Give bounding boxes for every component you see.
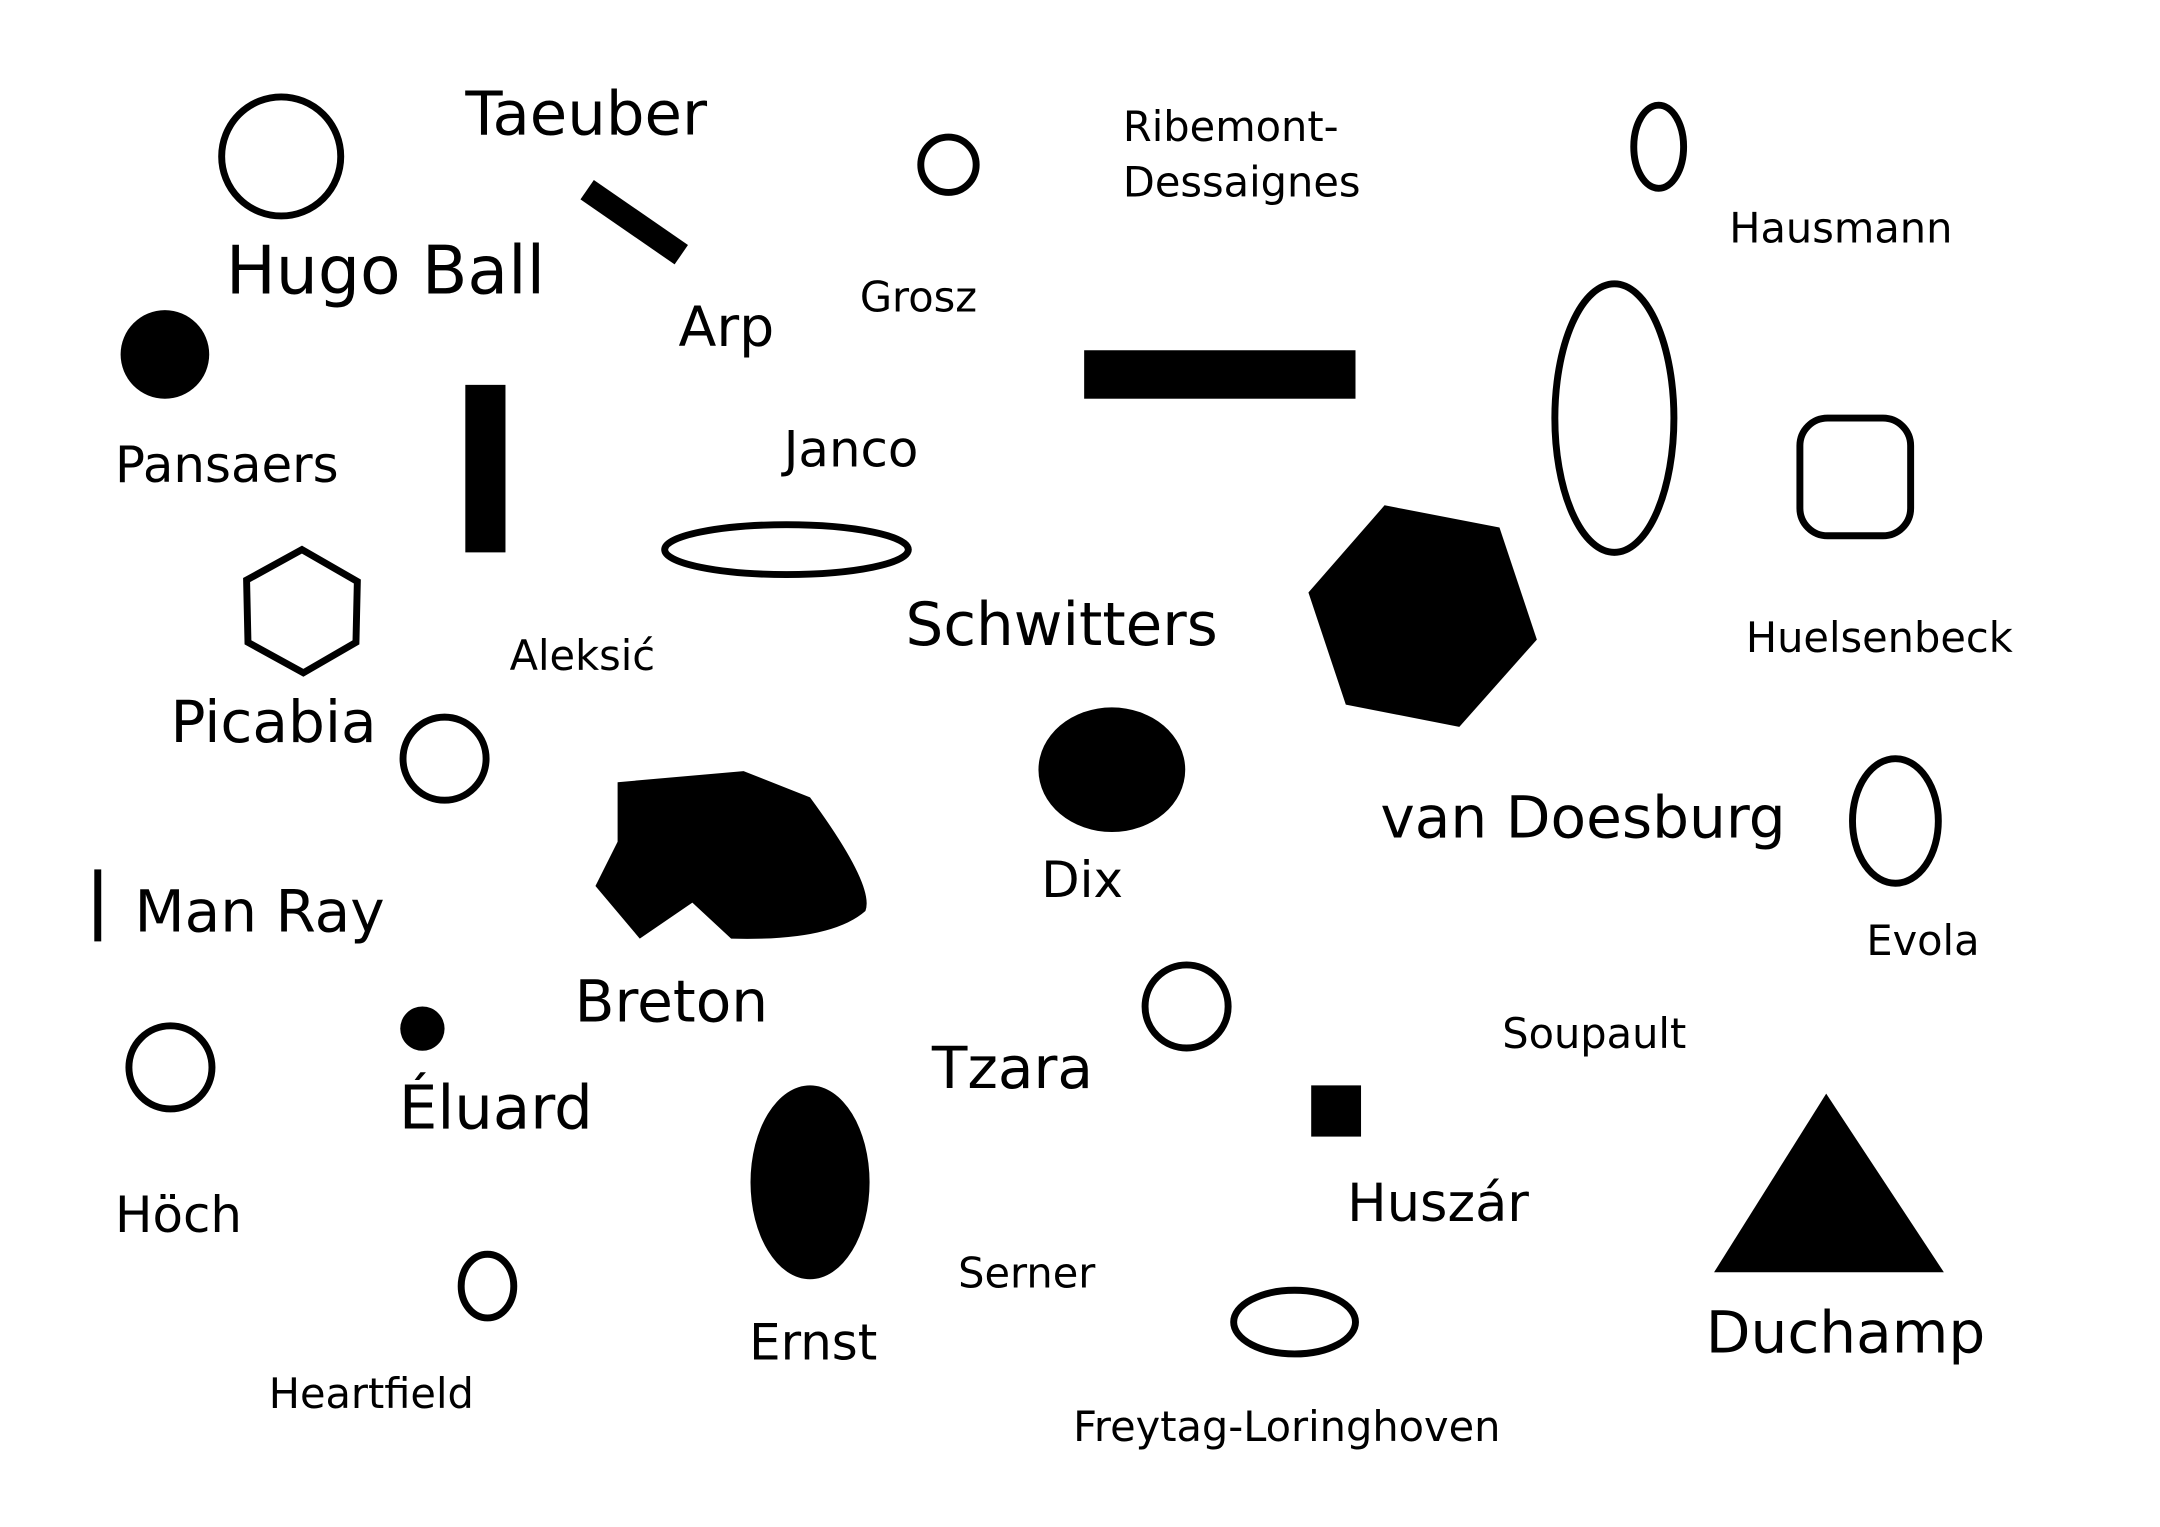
label-hausmann: Hausmann bbox=[1729, 203, 1952, 252]
small-circle-outline-shape bbox=[917, 133, 980, 196]
circle-outline-shape bbox=[1141, 961, 1232, 1052]
label-arp: Arp bbox=[679, 296, 775, 360]
filled-triangle-shape bbox=[1714, 1093, 1944, 1273]
small-ellipse-outline-shape bbox=[457, 1250, 518, 1322]
label-eluard: Éluard bbox=[399, 1071, 593, 1143]
label-soupault: Soupault bbox=[1502, 1009, 1686, 1058]
filled-hexagon-shape bbox=[1308, 505, 1537, 727]
label-freytag-loringhoven: Freytag-Loringhoven bbox=[1073, 1402, 1500, 1451]
diagonal-bar-shape bbox=[580, 179, 688, 265]
horizontal-bar-shape bbox=[1084, 350, 1356, 399]
label-hugo-ball: Hugo Ball bbox=[226, 231, 545, 309]
label-huelsenbeck: Huelsenbeck bbox=[1746, 613, 2013, 662]
label-ribemont-line1: Ribemont- bbox=[1123, 102, 1339, 151]
circle-outline-shape bbox=[218, 93, 345, 220]
label-huszar: Huszár bbox=[1347, 1173, 1529, 1234]
label-heartfield: Heartfield bbox=[269, 1369, 474, 1418]
label-van-doesburg: van Doesburg bbox=[1380, 784, 1785, 852]
filled-square-shape bbox=[1311, 1085, 1362, 1137]
hexagon-outline-shape bbox=[243, 545, 361, 677]
irregular-filled-shape bbox=[595, 771, 867, 939]
vertical-bar-shape bbox=[465, 384, 506, 553]
label-schwitters: Schwitters bbox=[906, 591, 1218, 660]
small-ellipse-outline-shape bbox=[1630, 101, 1688, 192]
label-janco: Janco bbox=[781, 421, 919, 479]
rounded-square-outline-shape bbox=[1796, 414, 1915, 540]
filled-circle-shape bbox=[120, 310, 210, 399]
tall-ellipse-outline-shape bbox=[1551, 280, 1678, 556]
ellipse-outline-shape bbox=[1849, 755, 1942, 887]
label-dix: Dix bbox=[1041, 851, 1123, 909]
small-filled-circle-shape bbox=[400, 1006, 445, 1051]
label-hoch: Höch bbox=[115, 1186, 242, 1244]
thin-bar-shape bbox=[94, 869, 102, 942]
label-grosz: Grosz bbox=[860, 272, 977, 321]
label-aleksic: Aleksić bbox=[510, 631, 656, 680]
label-pansaers: Pansaers bbox=[115, 436, 339, 494]
label-tzara: Tzara bbox=[931, 1034, 1093, 1102]
filled-ellipse-shape bbox=[1038, 707, 1186, 833]
label-serner: Serner bbox=[958, 1248, 1096, 1297]
label-duchamp: Duchamp bbox=[1706, 1299, 1986, 1367]
label-taeuber: Taeuber bbox=[464, 78, 708, 149]
circle-outline-shape bbox=[125, 1022, 216, 1113]
wide-ellipse-outline-shape bbox=[1230, 1286, 1359, 1358]
label-picabia: Picabia bbox=[170, 688, 376, 756]
circle-outline-shape bbox=[399, 713, 490, 804]
label-man-ray: Man Ray bbox=[134, 878, 384, 946]
label-ribemont-line2: Dessaignes bbox=[1123, 158, 1361, 207]
label-breton: Breton bbox=[575, 968, 768, 1036]
label-ernst: Ernst bbox=[749, 1313, 877, 1371]
filled-tall-ellipse-shape bbox=[750, 1085, 870, 1280]
flat-ellipse-outline-shape bbox=[661, 521, 912, 578]
label-evola: Evola bbox=[1866, 916, 1979, 965]
